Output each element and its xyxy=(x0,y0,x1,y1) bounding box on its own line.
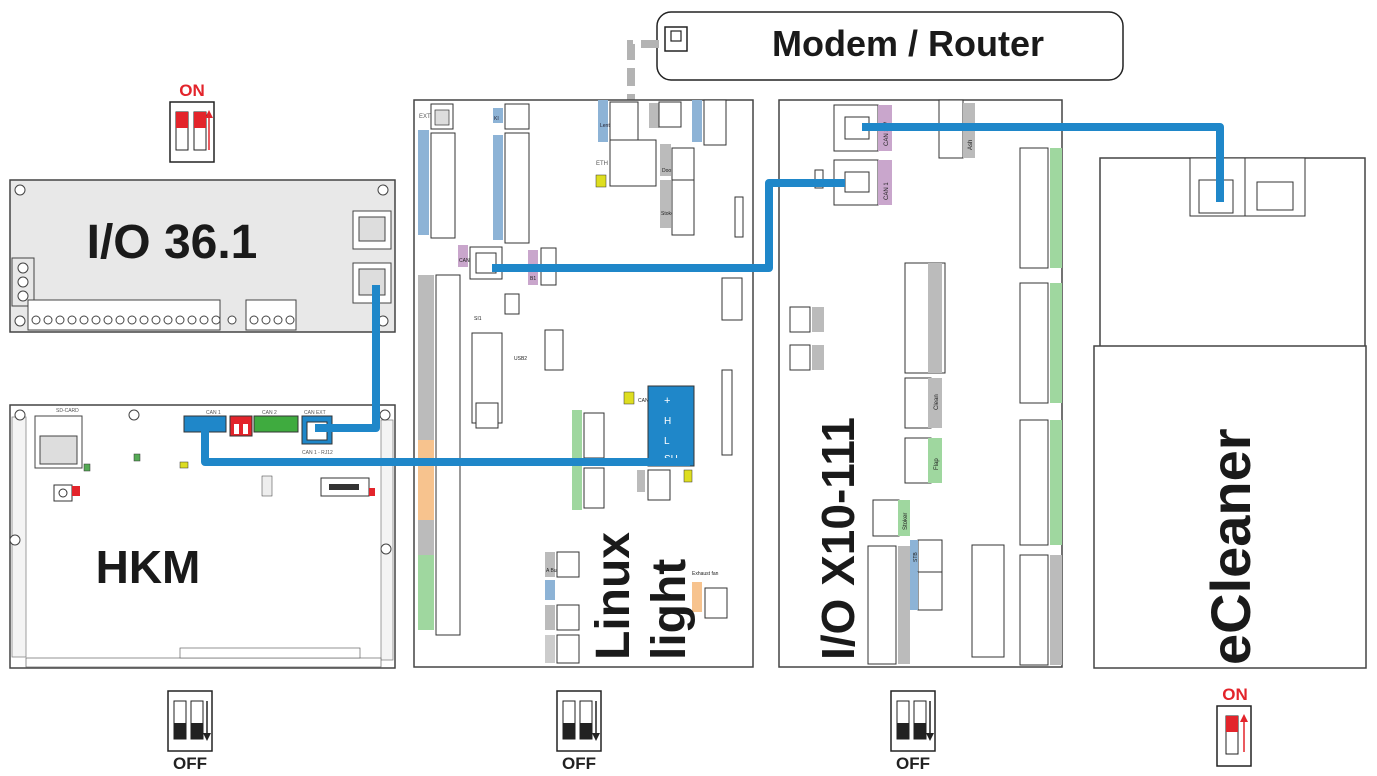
dip-linux-state: OFF xyxy=(562,754,596,771)
iox10-flap-label: Flap xyxy=(934,458,940,470)
ecleaner-title: eCleaner xyxy=(1199,428,1262,665)
linux-can2-label: CAN xyxy=(638,398,649,404)
hkm-can2-label: CAN 2 xyxy=(262,410,277,416)
dip-iox10-state: OFF xyxy=(896,754,930,771)
linux-ki-label: KI xyxy=(494,116,499,122)
linux-eth-label: ETH xyxy=(596,161,608,167)
hkm-canext-label: CAN EXT xyxy=(304,410,326,416)
dip-switch-io361: ON xyxy=(169,81,215,163)
io361-title: I/O 36.1 xyxy=(87,216,258,269)
svg-text:L: L xyxy=(664,436,670,447)
ecleaner-unit: eCleaner xyxy=(1093,157,1367,669)
linux-ext-label: EXT xyxy=(419,114,431,120)
dip-io361-state: ON xyxy=(179,81,205,100)
dip-hkm-state: OFF xyxy=(173,754,207,771)
iox10-ash-label: Ash xyxy=(968,140,974,150)
io361-board: I/O 36.1 xyxy=(9,179,396,333)
linux-exhaust-label: Exhaust fan xyxy=(692,571,719,577)
linux-board: EXT KI Lent ETH Door Stoker CAN B1 xyxy=(413,99,754,668)
iox10-board: CAN SW Ash CAN 1 Clean Flap xyxy=(778,99,1063,668)
can-cables xyxy=(201,123,1224,466)
hkm-title: HKM xyxy=(96,541,201,593)
cable-io361-hkm xyxy=(315,285,380,432)
hkm-sd-label: SD-CARD xyxy=(56,408,79,414)
iox10-stb-label: STB xyxy=(913,552,919,562)
iox10-can1-label: CAN 1 xyxy=(884,182,890,200)
linux-b1-label: B1 xyxy=(530,276,536,282)
cable-hkm-linux xyxy=(201,420,690,466)
linux-lent-label: Lent xyxy=(600,123,610,129)
linux-title-1: Linux xyxy=(587,532,640,660)
linux-title-2: light xyxy=(643,559,696,660)
dip-switch-ecleaner: ON xyxy=(1216,685,1252,767)
linux-si1-label: SI1 xyxy=(474,316,482,322)
linux-stoker-label: Stoker xyxy=(661,211,676,217)
hkm-board: SD-CARD CAN 1 CAN 2 CAN EXT CAN 1 - RJ12… xyxy=(9,404,396,669)
linux-usb2-label: USB2 xyxy=(514,356,527,362)
iox10-clean-label: Clean xyxy=(934,394,940,410)
svg-text:H: H xyxy=(664,416,671,427)
modem-title: Modem / Router xyxy=(772,23,1044,64)
dip-ecleaner-state: ON xyxy=(1222,685,1248,704)
cable-linux-iox10 xyxy=(492,179,845,272)
linux-abus-label: A Bus xyxy=(546,568,560,574)
iox10-cansw-label: CAN SW xyxy=(884,122,890,146)
iox10-stoker-label: Stoker xyxy=(903,513,909,530)
linux-can-label: CAN xyxy=(459,258,470,264)
hkm-can1-label: CAN 1 xyxy=(206,410,221,416)
cable-iox10-ecleaner xyxy=(862,123,1224,202)
iox10-title: I/O X10-111 xyxy=(812,417,864,660)
dip-switch-iox10: OFF xyxy=(890,690,936,773)
linux-door-label: Door xyxy=(662,168,673,174)
hkm-rj12-label: CAN 1 - RJ12 xyxy=(302,450,333,456)
modem-router: Modem / Router xyxy=(656,11,1124,81)
dip-switch-linux: OFF xyxy=(556,690,602,773)
svg-text:+: + xyxy=(664,395,670,407)
dip-switch-hkm: OFF xyxy=(167,690,213,773)
